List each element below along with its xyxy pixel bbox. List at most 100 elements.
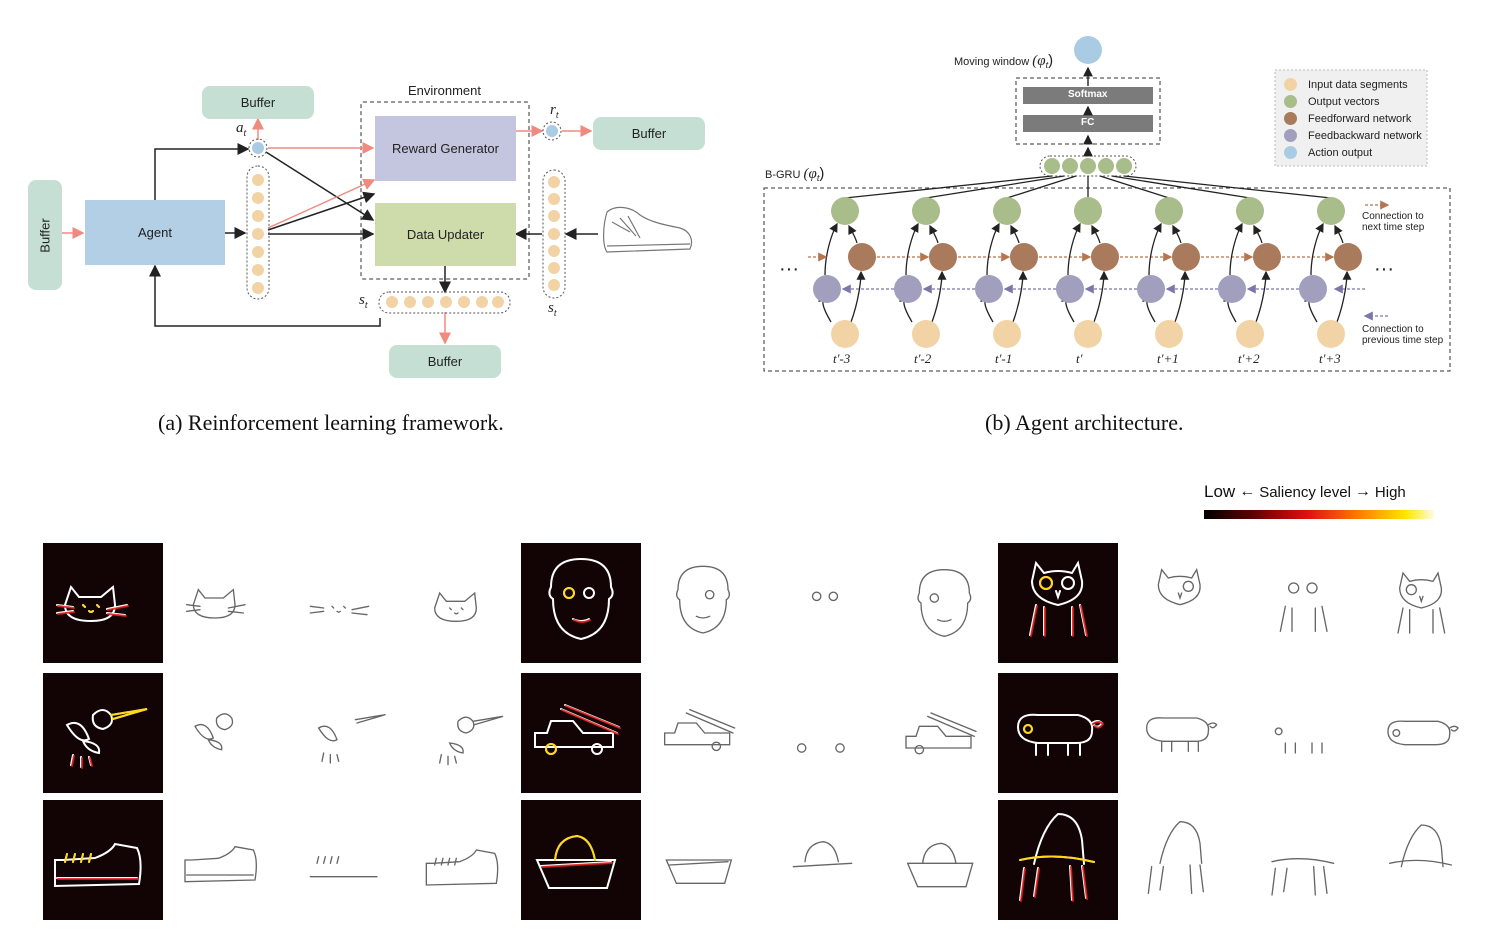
saliency-sketch-purse	[521, 800, 641, 920]
input-segment-node	[831, 320, 859, 348]
state-column-right	[542, 169, 566, 299]
shoe-sketch-icon	[603, 206, 693, 253]
sketch-variant-truck	[653, 673, 753, 793]
sketch-variant-truck	[891, 673, 991, 793]
ellipsis-right: ···	[1374, 258, 1394, 280]
sketch-variant-cat	[413, 543, 513, 663]
legend-swatch	[1284, 129, 1297, 142]
time-step-label: t'+2	[1238, 351, 1260, 366]
legend: Input data segments Output vectors Feedf…	[1284, 76, 1424, 161]
sketch-variant-pig	[1368, 673, 1468, 793]
output-vector-node	[1155, 197, 1183, 225]
bgru-label: B-GRU (φt)	[765, 165, 825, 184]
agent-box: Agent	[85, 200, 225, 265]
concat-output-node	[1098, 158, 1114, 174]
sketch-variant-hat	[1368, 800, 1468, 920]
saliency-sketch-cat	[43, 543, 163, 663]
saliency-label: Saliency level	[1259, 483, 1351, 501]
saliency-sketch-truck	[521, 673, 641, 793]
legend-item: Output vectors	[1284, 93, 1424, 110]
softmax-label: Softmax	[1068, 89, 1108, 100]
input-segment-node	[1155, 320, 1183, 348]
backward-node	[1137, 275, 1165, 303]
output-vector-node	[831, 197, 859, 225]
forward-node	[1172, 243, 1200, 271]
environment-box	[360, 101, 530, 280]
output-vector-node	[1317, 197, 1345, 225]
gru-timestep	[1056, 176, 1173, 348]
reward-node	[542, 121, 562, 141]
concat-output-node	[1044, 158, 1060, 174]
buffer-right: Buffer	[593, 117, 705, 150]
action-node	[248, 138, 268, 158]
legend-swatch	[1284, 95, 1297, 108]
sketch-variant-purse	[775, 800, 875, 920]
gru-timestep	[975, 175, 1092, 348]
sketch-variant-owl	[1130, 543, 1230, 663]
sketch-variant-pig	[1252, 673, 1352, 793]
sketch-variant-owl	[1368, 543, 1468, 663]
s-t-symbol-row: st	[359, 292, 368, 311]
legend-box	[1274, 69, 1428, 167]
forward-node	[929, 243, 957, 271]
legend-item: Input data segments	[1284, 76, 1424, 93]
environment-label: Environment	[408, 83, 481, 98]
action-output-node	[1074, 36, 1102, 64]
input-segment-node	[912, 320, 940, 348]
saliency-sketch-face	[521, 543, 641, 663]
saliency-sketch-shoe	[43, 800, 163, 920]
concat-output-node	[1080, 158, 1096, 174]
sketch-variant-bee	[297, 673, 397, 793]
s-t-symbol-column: st	[548, 300, 557, 319]
buffer-bottom: Buffer	[389, 345, 501, 378]
legend-item: Action output	[1284, 144, 1424, 161]
fc-label: FC	[1081, 117, 1095, 128]
forward-node	[1091, 243, 1119, 271]
output-vector-node	[1074, 197, 1102, 225]
gru-timestep	[1099, 175, 1254, 348]
sketch-variant-hat	[1252, 800, 1352, 920]
fc-layer	[1023, 115, 1153, 132]
saliency-high: High	[1374, 483, 1406, 501]
sketch-variant-shoe	[297, 800, 397, 920]
backward-node	[894, 275, 922, 303]
legend-item: Feedforward network	[1284, 110, 1424, 127]
time-step-label: t'	[1076, 351, 1083, 366]
gru-timestep	[813, 175, 1053, 348]
concat-output-node	[1116, 158, 1132, 174]
saliency-sketch-hat	[998, 800, 1118, 920]
input-segment-node	[993, 320, 1021, 348]
output-vector-node	[1236, 197, 1264, 225]
gru-timestep	[1111, 175, 1335, 348]
saliency-low: Low	[1204, 482, 1236, 501]
r-t-symbol: rt	[550, 102, 559, 121]
gru-timestep	[1123, 175, 1362, 348]
sketch-variant-shoe	[175, 800, 275, 920]
saliency-scale: Low ← Saliency level → High	[1204, 482, 1434, 519]
backward-node	[1056, 275, 1084, 303]
caption-a: (a) Reinforcement learning framework.	[158, 410, 504, 435]
legend-swatch	[1284, 112, 1297, 125]
concat-output-node	[1062, 158, 1078, 174]
sketch-variant-bee	[413, 673, 513, 793]
sketch-variant-cat	[175, 543, 275, 663]
time-step-label: t'-1	[995, 351, 1013, 366]
backward-node	[1299, 275, 1327, 303]
sketch-variant-purse	[891, 800, 991, 920]
forward-node	[1253, 243, 1281, 271]
forward-node	[1334, 243, 1362, 271]
sketch-variant-shoe	[413, 800, 513, 920]
time-step-label: t'+3	[1319, 351, 1341, 366]
reward-generator-box: Reward Generator	[375, 116, 516, 181]
data-updater-box: Data Updater	[375, 203, 516, 266]
output-vector-node	[912, 197, 940, 225]
saliency-sketch-bee	[43, 673, 163, 793]
sketch-variant-pig	[1130, 673, 1230, 793]
moving-window-label: Moving window (φt)	[954, 52, 1054, 71]
backward-node	[813, 275, 841, 303]
caption-b: (b) Agent architecture.	[985, 410, 1184, 435]
